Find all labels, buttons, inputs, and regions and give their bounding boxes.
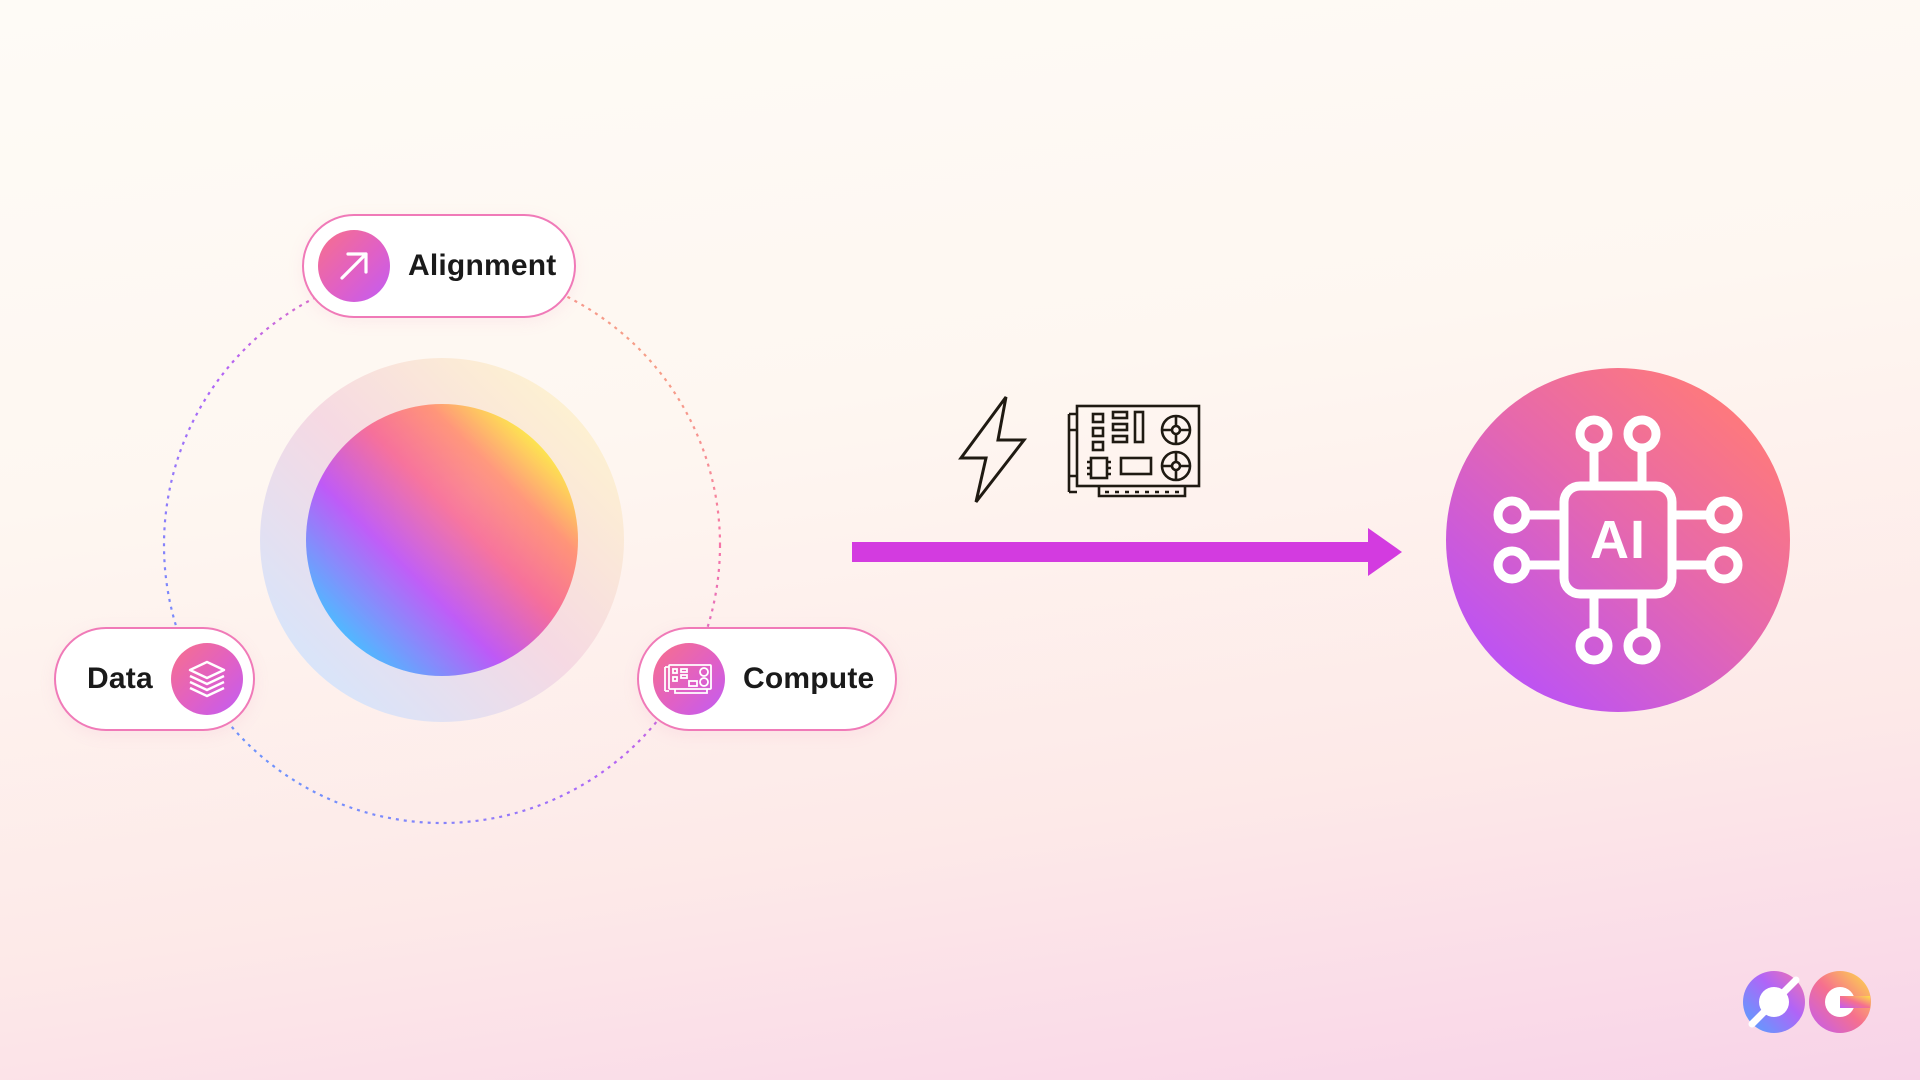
flow-arrow — [852, 528, 1402, 576]
ai-output-badge: AI — [1446, 368, 1790, 712]
lightning-bolt-icon — [958, 396, 1028, 503]
logo-zero — [1743, 971, 1805, 1033]
ai-label: AI — [1590, 510, 1646, 570]
ai-badge-circle — [1446, 368, 1790, 712]
node-compute-label: Compute — [743, 662, 875, 695]
node-data-label: Data — [87, 662, 153, 695]
gpu-card-icon — [653, 643, 725, 715]
node-alignment-label: Alignment — [408, 249, 557, 282]
node-alignment: Alignment — [302, 214, 576, 318]
ai-chip-icon — [1493, 415, 1743, 665]
brand-logo — [1743, 971, 1871, 1033]
node-data: Data — [54, 627, 255, 731]
stacked-layers-icon — [170, 643, 243, 715]
gpu-card-icon — [1067, 404, 1201, 498]
logo-g — [1809, 971, 1871, 1033]
arrow-up-right-icon — [318, 230, 390, 302]
node-compute: Compute — [637, 627, 897, 731]
orbit-ring — [162, 265, 722, 825]
